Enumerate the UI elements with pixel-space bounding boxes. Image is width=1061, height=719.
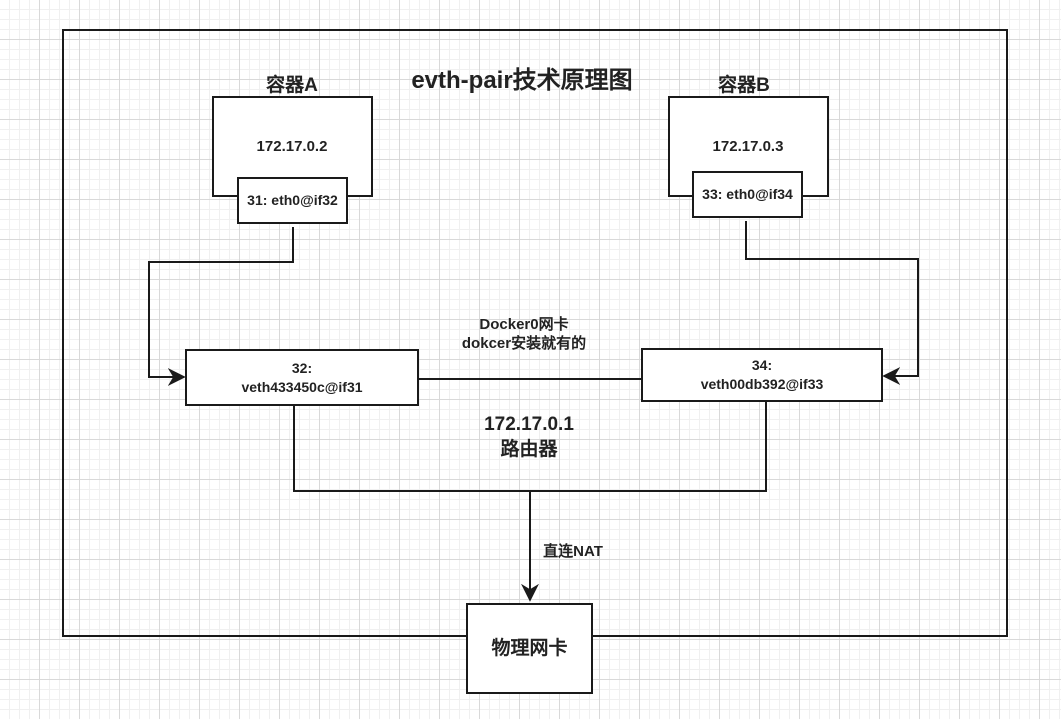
container-a-eth0: 31: eth0@if32 xyxy=(237,177,348,224)
diagram-title: evth-pair技术原理图 xyxy=(411,67,633,94)
veth-a-name: veth433450c@if31 xyxy=(241,378,363,395)
container-b-eth0: 33: eth0@if34 xyxy=(692,171,803,218)
container-b-eth0-label: 33: eth0@if34 xyxy=(702,186,793,202)
router-name: 路由器 xyxy=(500,439,558,460)
veth-a-box: 32: veth433450c@if31 xyxy=(185,349,419,406)
nat-label: 直连NAT xyxy=(543,543,603,560)
container-a-label: 容器A xyxy=(266,75,318,96)
docker0-label-line2: dokcer安装就有的 xyxy=(461,335,587,352)
physical-nic-label: 物理网卡 xyxy=(491,638,568,659)
router-label: 172.17.0.1 路由器 xyxy=(484,412,574,462)
container-b-label: 容器B xyxy=(718,75,770,96)
wire-eth0a-to-veth-a xyxy=(148,227,294,386)
docker0-label-line1: Docker0网卡 xyxy=(479,316,569,333)
veth-b-index: 34: xyxy=(751,357,773,373)
physical-nic-box: 物理网卡 xyxy=(466,603,593,694)
docker0-label: Docker0网卡 dokcer安装就有的 xyxy=(462,315,586,353)
container-b-ip: 172.17.0.3 xyxy=(712,138,784,155)
router-ip: 172.17.0.1 xyxy=(484,414,574,435)
veth-b-name: veth00db392@if33 xyxy=(700,376,824,392)
veth-a-index: 32: xyxy=(291,359,313,376)
container-a-eth0-label: 31: eth0@if32 xyxy=(247,192,338,208)
veth-b-box: 34: veth00db392@if33 xyxy=(641,348,883,402)
wire-eth0b-to-veth-b xyxy=(745,221,919,385)
container-a-ip: 172.17.0.2 xyxy=(256,138,328,155)
